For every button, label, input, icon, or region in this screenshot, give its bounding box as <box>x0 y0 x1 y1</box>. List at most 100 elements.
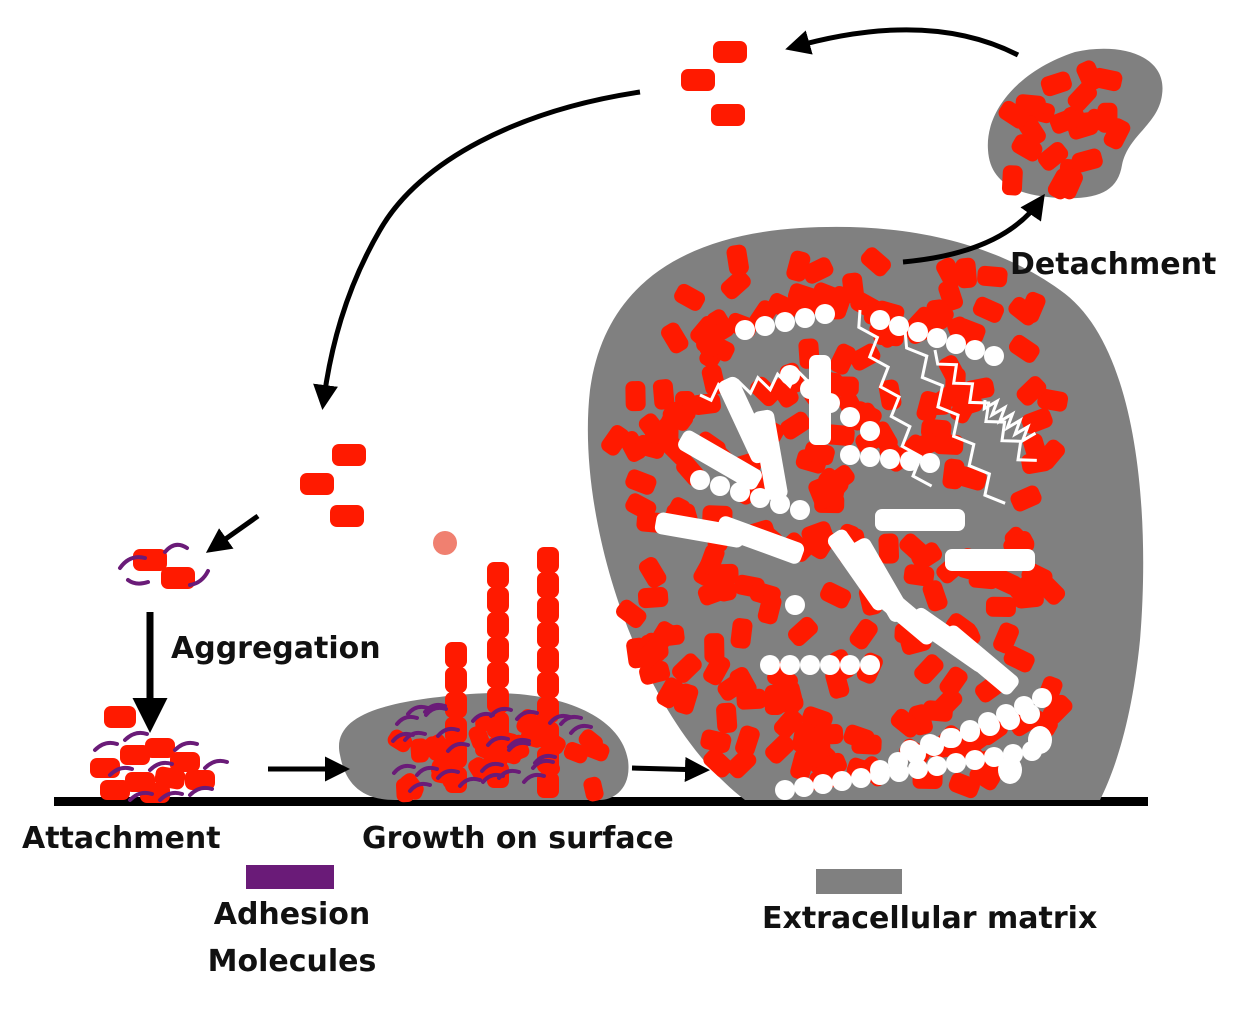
white-coccus <box>870 310 890 330</box>
biofilm-cell <box>972 296 1004 323</box>
biofilm-cell <box>674 283 706 311</box>
adhesion-molecule <box>123 730 149 742</box>
adhesion-molecule <box>93 740 119 752</box>
biofilm-cell <box>780 411 811 440</box>
white-coccus <box>965 340 985 360</box>
chain-cell <box>487 612 509 638</box>
biofilm-cell <box>1035 575 1066 605</box>
biofilm-cell <box>736 688 767 710</box>
white-coccus <box>908 322 928 342</box>
adhesion-molecule <box>173 740 199 752</box>
adhesion-molecule <box>188 569 210 587</box>
surface-cell <box>427 734 451 759</box>
biofilm-cell <box>990 568 1022 596</box>
biofilm-cell <box>802 257 834 284</box>
biofilm-cell <box>703 654 731 686</box>
label-growth-on-surface: Growth on surface <box>362 821 674 856</box>
filament <box>903 329 1006 505</box>
biofilm-cell <box>637 587 669 609</box>
adhesion-molecule <box>423 702 447 714</box>
biofilm-cell <box>820 582 852 609</box>
adhesion-legend-swatch <box>246 865 334 889</box>
white-coccus <box>1032 688 1052 708</box>
white-coccus <box>1020 704 1040 724</box>
detached-cell <box>1001 165 1023 196</box>
chain-cell <box>537 697 559 723</box>
biofilm-cell <box>977 265 1008 288</box>
adhesion-molecule <box>203 758 229 770</box>
label-molecules: Molecules <box>207 944 377 979</box>
chain-cell <box>445 667 467 693</box>
white-rod <box>678 430 762 490</box>
biofilm-cell <box>824 465 855 494</box>
white-rod <box>809 355 831 445</box>
adhesion-molecule <box>406 704 430 716</box>
surface-cell <box>475 739 500 762</box>
white-coccus <box>755 316 775 336</box>
biofilm-cell <box>1016 376 1047 406</box>
white-coccus <box>780 365 800 385</box>
biofilm-cell <box>1021 408 1053 434</box>
attached-cell <box>185 770 215 790</box>
white-coccus <box>735 320 755 340</box>
biofilm-cell <box>625 469 657 495</box>
biofilm-cell <box>1036 439 1065 470</box>
adhesion-molecule <box>436 768 460 780</box>
biofilm-cell <box>652 379 675 410</box>
biofilm-cell <box>923 303 954 333</box>
biofilm-cell <box>985 596 1016 617</box>
biofilm-cell <box>638 557 667 588</box>
biofilm-cell <box>773 708 803 739</box>
matrix-legend-swatch <box>816 869 902 894</box>
surface-cell <box>583 776 604 802</box>
white-coccus <box>980 716 1000 736</box>
aggregating-cell <box>161 567 195 589</box>
biofilm-cell <box>696 322 721 354</box>
filament <box>982 397 1037 445</box>
biofilm-cell <box>1042 694 1073 725</box>
label-extracellular-matrix: Extracellular matrix <box>762 901 1098 936</box>
chain-cell <box>537 622 559 648</box>
white-coccus <box>775 312 795 332</box>
biofilm-cell <box>700 729 732 753</box>
detached-cell <box>1067 81 1097 112</box>
detached-cell <box>1049 108 1081 134</box>
surface-cell <box>516 715 542 737</box>
adhesion-molecule <box>163 542 189 554</box>
attached-cell <box>170 752 200 772</box>
white-coccus <box>984 747 1004 767</box>
biofilm-cell <box>860 247 891 277</box>
free-cell <box>681 69 715 91</box>
biofilm-cell <box>939 666 968 698</box>
biofilm-cell <box>601 425 630 456</box>
biofilm-cell <box>765 734 795 764</box>
biofilm-cell <box>849 618 878 650</box>
adhesion-molecule <box>515 709 539 721</box>
chain-cell <box>537 647 559 673</box>
white-coccus <box>750 488 770 508</box>
white-coccus <box>998 756 1022 784</box>
biofilm-cell <box>638 413 668 444</box>
white-coccus <box>690 470 710 490</box>
biofilm-cell <box>1010 485 1042 512</box>
adhesion-molecule <box>533 753 557 765</box>
biofilm-cell <box>942 458 965 490</box>
biofilm-cell <box>672 653 702 683</box>
biofilm-cell <box>878 533 900 564</box>
chain-cell <box>487 562 509 588</box>
biofilm-cell <box>903 564 935 587</box>
white-rod <box>850 538 910 622</box>
white-coccus <box>960 722 980 742</box>
chain-cell <box>445 642 467 668</box>
adhesion-molecule <box>158 790 184 802</box>
white-coccus <box>832 771 852 791</box>
biofilm-cell <box>757 593 782 625</box>
adhesion-molecule <box>486 735 510 747</box>
label-attachment: Attachment <box>22 821 221 856</box>
adhesion-molecule <box>446 741 470 753</box>
biofilm-cell <box>661 322 689 354</box>
biofilm-cell <box>636 638 666 669</box>
biofilm-cell <box>770 377 799 408</box>
adhesion-molecule <box>128 790 154 802</box>
surface-cell <box>536 724 556 749</box>
